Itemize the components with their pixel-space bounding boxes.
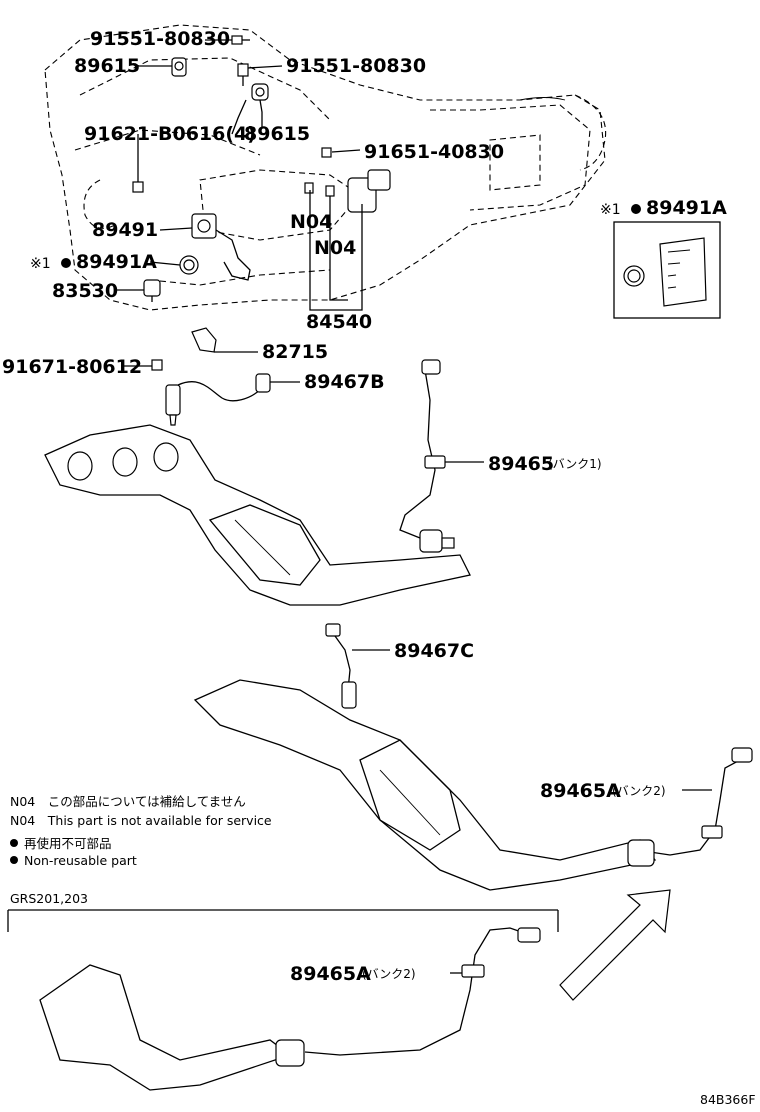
label-bolt-91671: 91671-80612	[2, 356, 142, 378]
inset-89491a	[613, 221, 721, 319]
o2-89467b-assembly	[151, 327, 271, 426]
legend-dot-icon	[10, 839, 18, 847]
label-o2-89467c: 89467C	[394, 640, 474, 662]
label-sensor-89615-b: 89615	[244, 123, 310, 145]
legend: N04 この部品については補給してません N04 This part is no…	[10, 794, 272, 868]
bolt-top-part	[231, 35, 250, 45]
label-bolt-91621: 91621-B0616(4)	[84, 123, 256, 145]
illustration-code: 84B366F	[700, 1092, 756, 1107]
label-gasket-89491a-inset: 89491A	[646, 197, 727, 219]
bolt-91621-part	[132, 181, 144, 193]
sensor-89615-a-part	[171, 57, 187, 77]
label-bolt-91651: 91651-40830	[364, 141, 504, 163]
middle-exhaust	[193, 623, 753, 891]
sensor-83530-part	[143, 279, 161, 302]
upper-exhaust	[44, 359, 471, 606]
label-sensor-89615-a: 89615	[74, 55, 140, 77]
legend-n04-ja: N04 この部品については補給してません	[10, 794, 246, 809]
variant-label: GRS201,203	[10, 891, 88, 906]
label-bolt-right: 91551-80830	[286, 55, 426, 77]
sensor-84540-part	[304, 169, 391, 213]
bolt-91651-part	[321, 147, 332, 158]
bolt-right-part	[237, 63, 249, 86]
ref-mark-2: ※1	[600, 202, 621, 218]
legend-dot-icon-2	[10, 856, 18, 864]
label-o2-89465a-lower-note: (バンク2)	[362, 967, 416, 981]
label-o2-89465: 89465	[488, 453, 554, 475]
sensor-89491-part	[191, 213, 251, 281]
label-o2-89465a-note: (バンク2)	[612, 784, 666, 798]
legend-nonreuse-ja: 再使用不可部品	[24, 836, 112, 851]
label-sensor-83530: 83530	[52, 280, 118, 302]
legend-n04-en: N04 This part is not available for servi…	[10, 813, 272, 828]
label-o2-89465a-lower: 89465A	[290, 963, 371, 985]
ref-mark-1: ※1	[30, 256, 51, 272]
engine-transmission-outline	[44, 24, 607, 311]
gasket-89491a-part	[179, 255, 199, 275]
label-n04-b: N04	[314, 237, 356, 259]
label-o2-89465-note: (バンク1)	[548, 457, 602, 471]
label-o2-89467b: 89467B	[304, 371, 385, 393]
label-sensor-89491: 89491	[92, 219, 158, 241]
variant-box	[7, 909, 559, 1091]
label-n04-a: N04	[290, 211, 332, 233]
direction-arrow	[559, 889, 671, 1001]
label-sensor-84540: 84540	[306, 311, 372, 333]
label-bracket-82715: 82715	[262, 341, 328, 363]
nonreuse-dot-icon	[61, 258, 71, 268]
legend-nonreuse-en: Non-reusable part	[24, 853, 137, 868]
label-o2-89465a: 89465A	[540, 780, 621, 802]
label-bolt-top: 91551-80830	[90, 28, 230, 50]
nonreuse-dot-inset-icon	[631, 204, 641, 214]
sensor-89615-b-part	[251, 83, 269, 101]
label-gasket-89491a: 89491A	[76, 251, 157, 273]
leader-lines	[114, 39, 712, 974]
